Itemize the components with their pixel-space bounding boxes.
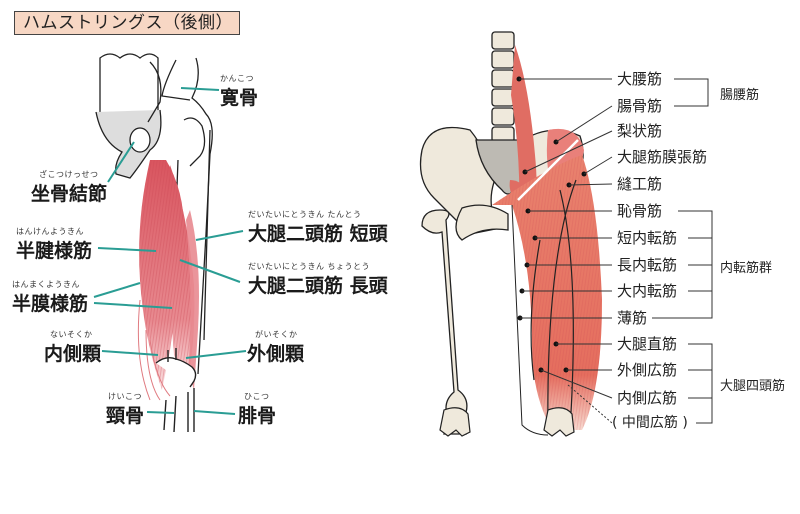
label-adductor-magnus: 大内転筋 [617,282,678,300]
label-ischial-tuberosity: ざこつけっせつ 坐骨結節 [31,170,107,206]
label-adductor-brevis: 短内転筋 [617,229,678,247]
knee-anterior [439,407,575,437]
group-label-quadriceps: 大腿四頭筋 [720,379,786,394]
ruby: だいたいにとうきん ちょうとう [248,262,371,271]
label-piriformis: 梨状筋 [617,122,663,140]
dark-leader-lines [519,78,713,424]
label-semimembranosus: はんまくようきん 半膜様筋 [12,280,88,316]
label-tensor-fasciae-latae: 大腿筋膜張筋 [617,148,708,166]
label-fibula: ひこつ 腓骨 [238,392,276,428]
label-text: 坐骨結節 [31,183,108,205]
group-label-adductors: 内転筋群 [720,261,773,276]
ruby: ないそくか [50,330,93,339]
knee-bones-posterior [155,348,197,433]
label-gracilis: 薄筋 [617,309,648,327]
label-medial-condyle: ないそくか 内側顆 [44,330,101,366]
label-vastus-intermedius: ( 中間広筋 ) [612,415,688,431]
ruby: けいこつ [108,392,142,401]
label-semitendinosus: はんけんようきん 半腱様筋 [16,227,92,263]
label-psoas-major: 大腰筋 [617,70,663,88]
ruby: がいそくか [255,330,298,339]
label-text: 内側顆 [44,343,102,365]
label-pectineus: 恥骨筋 [617,202,663,220]
label-tibia: けいこつ 頸骨 [106,392,144,428]
ruby: だいたいにとうきん たんとう [248,210,362,219]
group-label-iliopsoas: 腸腰筋 [720,88,760,103]
label-rectus-femoris: 大腿直筋 [617,335,678,353]
label-text: 外側顆 [247,343,305,365]
label-text: 寛骨 [220,87,259,109]
label-adductor-longus: 長内転筋 [617,256,678,274]
label-vastus-medialis: 内側広筋 [617,389,678,407]
diagram-title: ハムストリングス（後側） [14,11,240,35]
label-iliacus: 腸骨筋 [617,97,663,115]
label-text: 腓骨 [238,405,277,427]
ruby: はんけんようきん [16,227,84,236]
label-lateral-condyle: がいそくか 外側顆 [247,330,304,366]
label-text: 大腿二頭筋 短頭 [248,223,388,245]
label-text: 半膜様筋 [12,293,89,315]
ruby: かんこつ [220,74,254,83]
label-text: 頸骨 [106,405,145,427]
label-biceps-long-head: だいたいにとうきん ちょうとう 大腿二頭筋 長頭 [248,262,388,298]
pelvis-posterior [95,53,213,375]
ruby: ざこつけっせつ [39,170,99,179]
teal-leader-lines [93,87,247,415]
hamstring-muscles [137,160,199,401]
label-text: 大腿二頭筋 長頭 [248,275,388,297]
label-vastus-lateralis: 外側広筋 [617,361,678,379]
anterior-thigh-muscles [492,45,602,436]
label-biceps-short-head: だいたいにとうきん たんとう 大腿二頭筋 短頭 [248,210,388,246]
ruby: ひこつ [244,392,270,401]
label-sartorius: 縫工筋 [617,175,663,193]
label-ilium: かんこつ 寛骨 [220,74,258,110]
ruby: はんまくようきん [12,280,80,289]
label-text: 半腱様筋 [16,240,93,262]
